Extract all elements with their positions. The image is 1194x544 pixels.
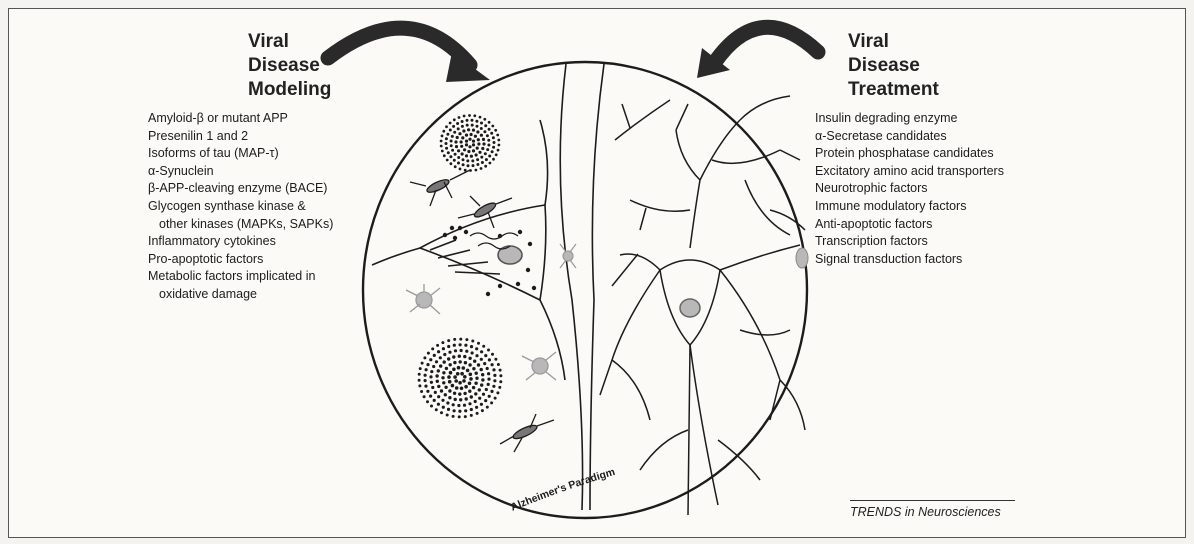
amyloid-plaque-top [440,114,501,172]
brain-circle-outline [363,62,807,518]
right-hemisphere-edge [590,64,604,510]
degenerating-neuron [372,120,565,380]
microglia-cell [500,414,554,452]
amyloid-plaque-bottom [418,338,503,419]
microglia-cell [410,170,470,206]
left-hemisphere-edge [560,64,582,510]
credit-rule [850,500,1015,501]
healthy-neuron-network [600,96,805,515]
journal-credit: TRENDS in Neurosciences [850,505,1001,519]
arrow-to-circle-left [328,28,490,82]
circle-label: Alzheimer's Paradigm [509,466,616,514]
arrow-to-circle-right [697,27,818,78]
astrocyte [406,284,440,314]
astrocyte [560,244,576,268]
partial-neuron-soma [796,248,808,268]
astrocyte [522,352,556,380]
